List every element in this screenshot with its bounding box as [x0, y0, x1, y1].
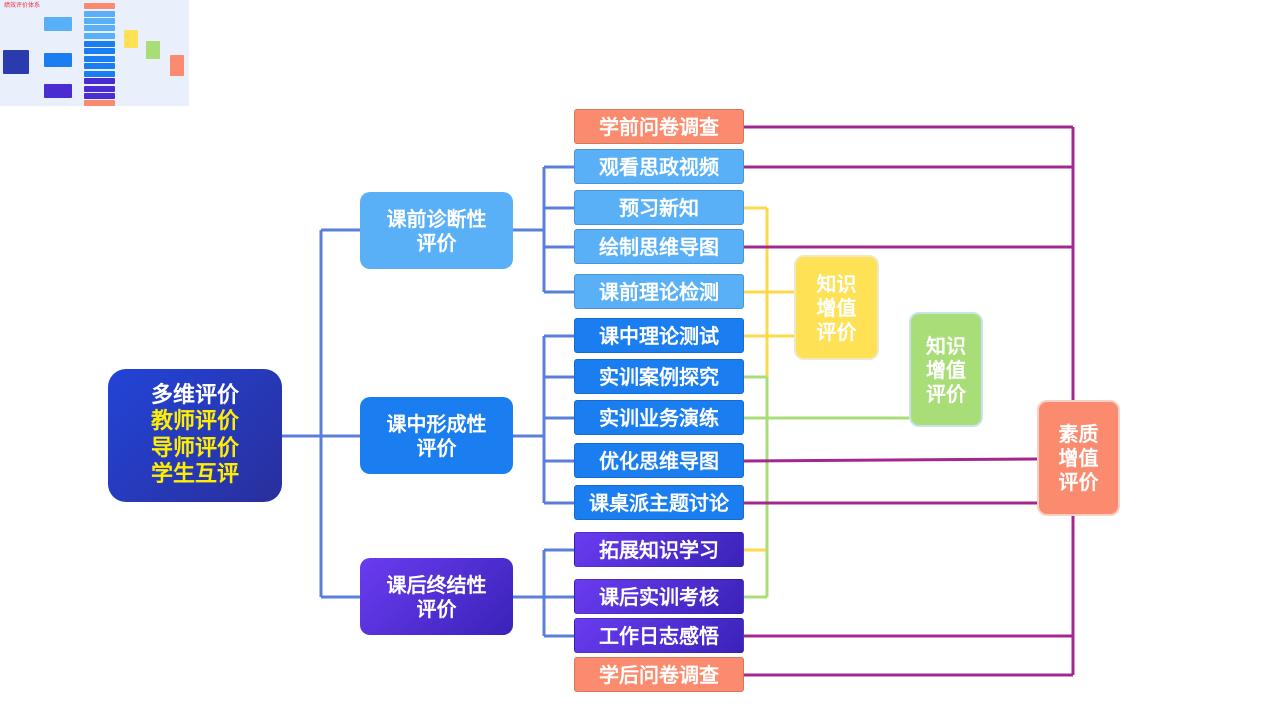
category-line: 评价 — [926, 381, 966, 406]
activity-item: 绘制思维导图 — [574, 229, 744, 264]
activity-item: 优化思维导图 — [574, 443, 744, 478]
category-line: 增值 — [1058, 446, 1099, 470]
stage-label-line1: 课中形成性 — [386, 411, 487, 436]
activity-item: 课桌派主题讨论 — [574, 485, 744, 520]
stage-label-line2: 评价 — [416, 230, 457, 255]
activity-item: 预习新知 — [574, 190, 744, 225]
stage-label-line1: 课后终结性 — [386, 572, 487, 597]
activity-item: 学后问卷调查 — [574, 657, 744, 692]
stage-label-line2: 评价 — [416, 596, 457, 621]
category-line: 评价 — [1058, 470, 1099, 494]
activity-item: 学前问卷调查 — [574, 109, 744, 144]
activity-item: 课中理论测试 — [574, 318, 744, 353]
stage-pre-class: 课前诊断性 评价 — [360, 192, 513, 269]
root-line-mentor: 导师评价 — [150, 435, 239, 461]
root-line-teacher: 教师评价 — [150, 409, 239, 435]
activity-item: 课前理论检测 — [574, 274, 744, 309]
activity-item: 实训业务演练 — [574, 400, 744, 435]
activity-item: 观看思政视频 — [574, 149, 744, 184]
category-knowledge-yellow: 知识 增值 评价 — [794, 255, 879, 360]
stage-post-class: 课后终结性 评价 — [360, 558, 513, 635]
stage-label-line1: 课前诊断性 — [386, 206, 487, 231]
category-line: 增值 — [926, 357, 966, 382]
activity-item: 课后实训考核 — [574, 579, 744, 614]
activity-item: 工作日志感悟 — [574, 618, 744, 653]
category-line: 知识 — [816, 271, 857, 296]
root-node: 多维评价 教师评价 导师评价 学生互评 — [108, 369, 282, 502]
root-line-peer: 学生互评 — [150, 461, 239, 487]
thumbnail-title: 绩效评价体系 — [4, 2, 41, 9]
category-quality-orange: 素质 增值 评价 — [1037, 400, 1120, 516]
category-line: 素质 — [1058, 422, 1099, 446]
thumbnail-preview: 绩效评价体系 — [0, 0, 189, 106]
stage-in-class: 课中形成性 评价 — [360, 397, 513, 474]
stage-label-line2: 评价 — [416, 435, 457, 460]
activity-item: 实训案例探究 — [574, 359, 744, 394]
category-line: 知识 — [926, 333, 966, 358]
category-knowledge-green: 知识 增值 评价 — [909, 312, 983, 427]
activity-item: 拓展知识学习 — [574, 532, 744, 567]
root-title: 多维评价 — [150, 382, 239, 408]
category-line: 增值 — [816, 295, 857, 320]
category-line: 评价 — [816, 319, 857, 344]
